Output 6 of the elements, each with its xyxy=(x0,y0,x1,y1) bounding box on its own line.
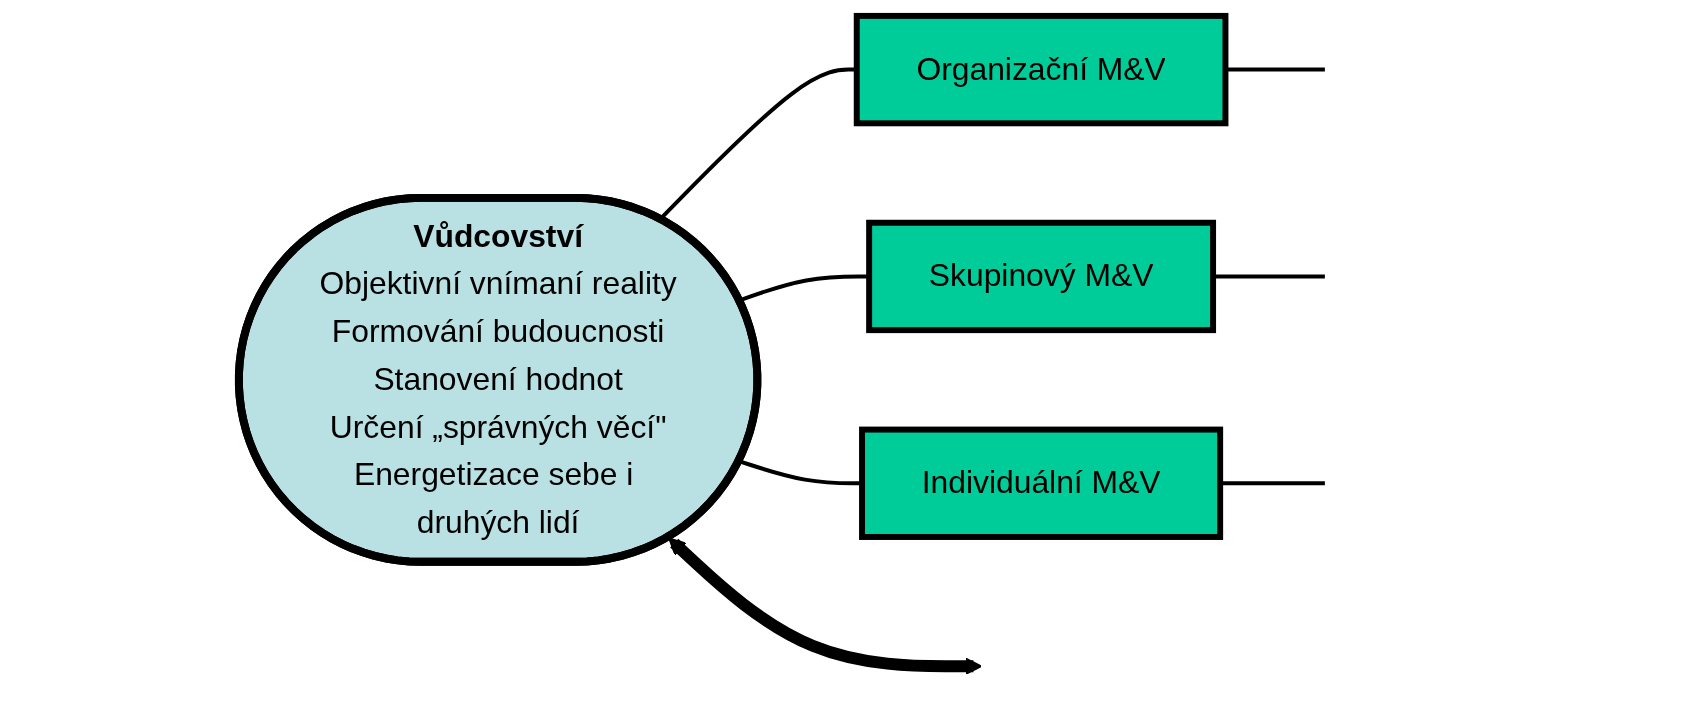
node-box: Individuální M&V xyxy=(859,426,1224,540)
connector xyxy=(1225,67,1325,72)
node-box: Skupinový M&V xyxy=(866,219,1216,334)
node-box: Organizační M&V xyxy=(853,12,1229,127)
connector xyxy=(1220,481,1325,486)
arrow xyxy=(668,537,983,675)
